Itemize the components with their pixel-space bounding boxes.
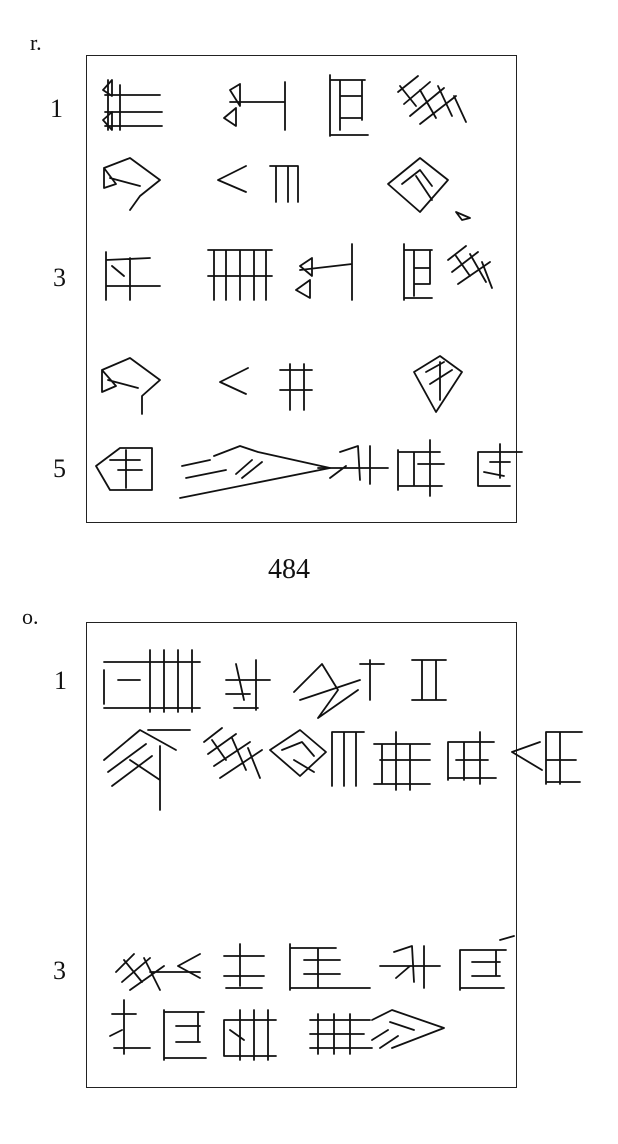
cuneiform-sign xyxy=(293,659,385,719)
cuneiform-sign xyxy=(103,729,191,811)
side-label-reverse: r. xyxy=(30,30,42,55)
cuneiform-sign xyxy=(329,74,369,137)
cuneiform-sign xyxy=(371,1009,445,1049)
cuneiform-sign xyxy=(203,727,263,779)
cuneiform-sign xyxy=(331,731,365,787)
cuneiform-sign xyxy=(403,243,433,301)
cuneiform-sign xyxy=(207,249,273,301)
cuneiform-sign xyxy=(223,81,286,131)
cuneiform-sign xyxy=(105,251,161,301)
cuneiform-sign xyxy=(511,731,583,785)
cuneiform-sign xyxy=(179,445,331,499)
cuneiform-sign xyxy=(387,157,471,221)
cuneiform-sign xyxy=(225,659,271,711)
cuneiform-sign xyxy=(397,75,467,125)
cuneiform-sign xyxy=(279,363,313,411)
cuneiform-sign xyxy=(223,1009,277,1061)
line-number: 5 xyxy=(53,454,66,483)
line-number: 3 xyxy=(53,956,66,985)
cuneiform-sign xyxy=(295,243,353,301)
cuneiform-sign xyxy=(397,439,445,497)
side-label-obverse: o. xyxy=(22,604,39,629)
cuneiform-sign xyxy=(269,729,327,777)
tablet-frame-reverse xyxy=(86,55,517,523)
tablet-frame-obverse xyxy=(86,622,517,1088)
cuneiform-sign xyxy=(109,999,151,1055)
cuneiform-sign xyxy=(101,357,161,415)
line-number: 1 xyxy=(54,666,67,695)
cuneiform-sign xyxy=(217,165,299,203)
cuneiform-sign xyxy=(447,731,497,785)
cuneiform-sign xyxy=(477,443,523,487)
cuneiform-sign xyxy=(163,1009,207,1061)
cuneiform-sign xyxy=(447,245,493,289)
cuneiform-sign xyxy=(317,445,389,485)
cuneiform-sign xyxy=(459,935,515,991)
catalog-number: 484 xyxy=(268,554,310,585)
cuneiform-sign xyxy=(289,943,371,991)
cuneiform-sign xyxy=(411,659,447,701)
cuneiform-sign xyxy=(413,355,463,413)
cuneiform-sign xyxy=(103,157,161,211)
line-number: 1 xyxy=(50,94,63,123)
line-number: 3 xyxy=(53,263,66,292)
cuneiform-sign xyxy=(103,649,201,713)
cuneiform-sign xyxy=(219,367,249,395)
cuneiform-sign xyxy=(95,447,153,491)
cuneiform-sign xyxy=(115,953,201,991)
cuneiform-sign xyxy=(379,945,441,989)
cuneiform-sign xyxy=(309,1013,373,1055)
cuneiform-sign xyxy=(373,731,431,791)
cuneiform-sign xyxy=(177,943,265,989)
cuneiform-sign xyxy=(102,79,163,131)
